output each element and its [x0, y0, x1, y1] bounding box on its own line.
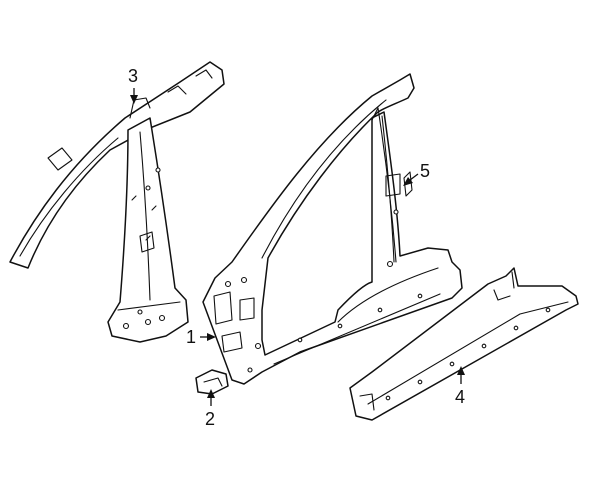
arrow-1-icon — [207, 333, 216, 341]
callout-4-label: 4 — [455, 387, 465, 407]
part-2-bracket[interactable] — [195, 369, 229, 395]
callout-5: 5 — [403, 161, 430, 186]
callout-2: 2 — [205, 389, 215, 429]
arrow-4-icon — [457, 366, 465, 375]
callout-1-label: 1 — [186, 327, 196, 347]
arrow-2-icon — [207, 389, 215, 398]
part-4-rocker-reinforcement[interactable] — [349, 267, 579, 421]
callout-4: 4 — [455, 366, 465, 407]
callout-3-label: 3 — [128, 66, 138, 86]
arrow-5-icon — [403, 177, 413, 186]
part-5-pillar-reinforcement[interactable] — [371, 107, 413, 263]
callout-5-label: 5 — [420, 161, 430, 181]
callout-1: 1 — [186, 327, 216, 347]
callout-2-label: 2 — [205, 409, 215, 429]
part-1-body-side-frame[interactable] — [202, 73, 463, 385]
arrow-3-icon — [130, 95, 138, 104]
callout-3: 3 — [128, 66, 138, 104]
part-3-inner-pillar[interactable] — [9, 61, 225, 343]
